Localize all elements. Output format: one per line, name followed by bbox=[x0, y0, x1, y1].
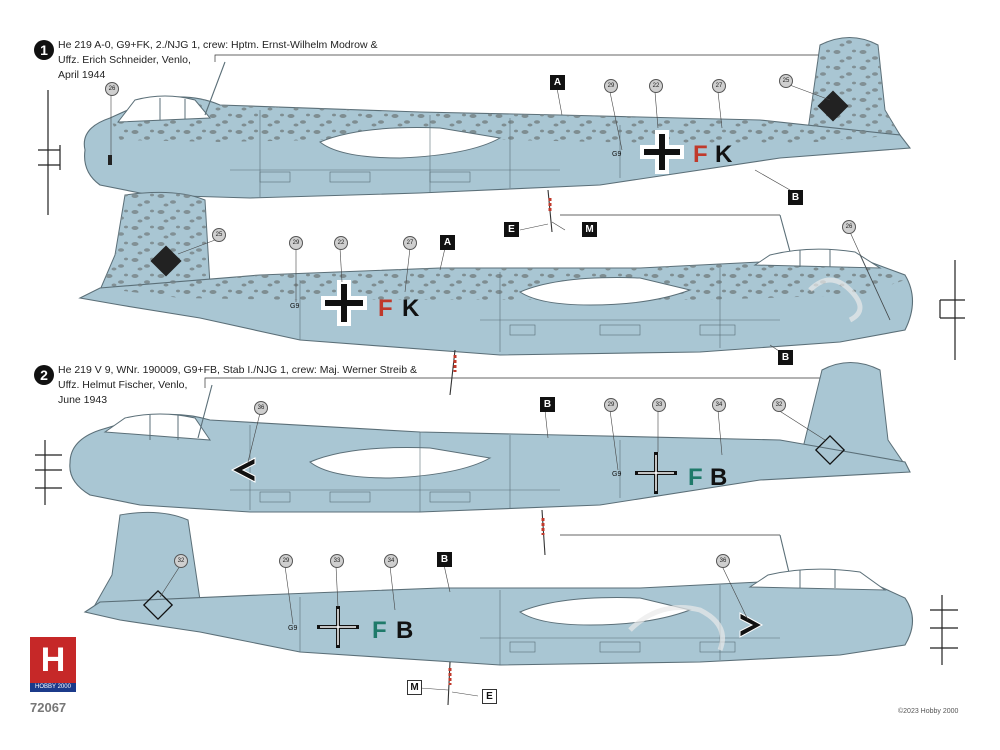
decal-number-bubble: 29 bbox=[279, 554, 293, 568]
decal-number-bubble: 25 bbox=[779, 74, 793, 88]
profile-2-port-side: F B G9 bbox=[35, 362, 911, 556]
balkenkreuz-marking bbox=[321, 280, 367, 326]
propeller-hub bbox=[939, 260, 965, 360]
code-letter-k: K bbox=[402, 295, 420, 322]
chevron-marking bbox=[739, 612, 764, 638]
balkenkreuz-marking bbox=[640, 130, 684, 174]
profile-1-starboard-side: F K G9 bbox=[78, 191, 965, 396]
colour-callout-b: B bbox=[788, 190, 803, 205]
caption-line: He 219 A-0, G9+FK, 2./NJG 1, crew: Hptm.… bbox=[58, 39, 378, 51]
decal-number-bubble: 36 bbox=[254, 401, 268, 415]
profile-2-starboard-side: F B G9 bbox=[83, 511, 958, 706]
decal-number-bubble: 33 bbox=[330, 554, 344, 568]
profile-1-number-badge: 1 bbox=[34, 40, 54, 60]
decal-number-bubble: 27 bbox=[403, 236, 417, 250]
decal-number-bubble: 32 bbox=[772, 398, 786, 412]
code-letter-f: F bbox=[372, 617, 387, 644]
svg-text:G9: G9 bbox=[612, 151, 621, 158]
propeller-hub bbox=[38, 90, 61, 215]
caption-line: June 1943 bbox=[58, 394, 108, 406]
colour-callout-e: E bbox=[482, 689, 497, 704]
decal-number-bubble: 26 bbox=[105, 82, 119, 96]
caption-line: He 219 V 9, WNr. 190009, G9+FB, Stab I./… bbox=[58, 364, 417, 376]
propeller-hub bbox=[930, 595, 958, 665]
colour-callout-e: E bbox=[504, 222, 519, 237]
svg-text:G9: G9 bbox=[612, 471, 621, 478]
propeller-hub bbox=[35, 440, 62, 505]
profile-2-number-badge: 2 bbox=[34, 365, 54, 385]
hobby-2000-logo: H HOBBY 2000 bbox=[30, 637, 76, 697]
decal-number-bubble: 29 bbox=[289, 236, 303, 250]
decal-number-bubble: 26 bbox=[842, 220, 856, 234]
fin-diamond-marking bbox=[150, 245, 182, 277]
code-letter-b: B bbox=[710, 464, 727, 491]
caption-line: Uffz. Erich Schneider, Venlo, bbox=[58, 54, 191, 66]
svg-text:G9: G9 bbox=[290, 303, 299, 310]
colour-callout-a: A bbox=[440, 235, 455, 250]
fin-diamond-outline-marking bbox=[814, 434, 846, 466]
chevron-marking bbox=[230, 457, 256, 483]
code-letter-k: K bbox=[715, 141, 733, 168]
logo-mark: H bbox=[30, 637, 76, 683]
decal-number-bubble: 29 bbox=[604, 398, 618, 412]
decal-number-bubble: 34 bbox=[712, 398, 726, 412]
code-letter-f: F bbox=[378, 295, 393, 322]
logo-subtitle: HOBBY 2000 bbox=[30, 683, 76, 692]
decal-number-bubble: 22 bbox=[649, 79, 663, 93]
decal-number-bubble: 29 bbox=[604, 79, 618, 93]
colour-callout-m: M bbox=[407, 680, 422, 695]
profile-2-caption: He 219 V 9, WNr. 190009, G9+FB, Stab I./… bbox=[58, 363, 417, 408]
caption-line: April 1944 bbox=[58, 69, 106, 81]
colour-callout-b: B bbox=[540, 397, 555, 412]
decal-number-bubble: 27 bbox=[712, 79, 726, 93]
colour-callout-b: B bbox=[778, 350, 793, 365]
decal-number-bubble: 36 bbox=[716, 554, 730, 568]
caption-line: Uffz. Helmut Fischer, Venlo, bbox=[58, 379, 188, 391]
profile-1-caption: He 219 A-0, G9+FK, 2./NJG 1, crew: Hptm.… bbox=[58, 38, 377, 83]
decal-number-bubble: 33 bbox=[652, 398, 666, 412]
code-letter-f: F bbox=[688, 464, 703, 491]
decal-number-bubble: 34 bbox=[384, 554, 398, 568]
fin-diamond-outline-marking bbox=[142, 589, 174, 621]
colour-callout-m: M bbox=[582, 222, 597, 237]
decal-number-bubble: 22 bbox=[334, 236, 348, 250]
catalog-number: 72067 bbox=[30, 700, 67, 715]
svg-text:G9: G9 bbox=[288, 625, 297, 632]
code-letter-b: B bbox=[396, 617, 413, 644]
decal-number-bubble: 25 bbox=[212, 228, 226, 242]
profile-1-port-side: F K G9 bbox=[38, 37, 912, 233]
copyright-notice: ©2023 Hobby 2000 bbox=[898, 708, 959, 715]
code-letter-f: F bbox=[693, 141, 708, 168]
colour-callout-a: A bbox=[550, 75, 565, 90]
colour-callout-b: B bbox=[437, 552, 452, 567]
decal-number-bubble: 32 bbox=[174, 554, 188, 568]
logo-letter: H bbox=[40, 641, 66, 679]
